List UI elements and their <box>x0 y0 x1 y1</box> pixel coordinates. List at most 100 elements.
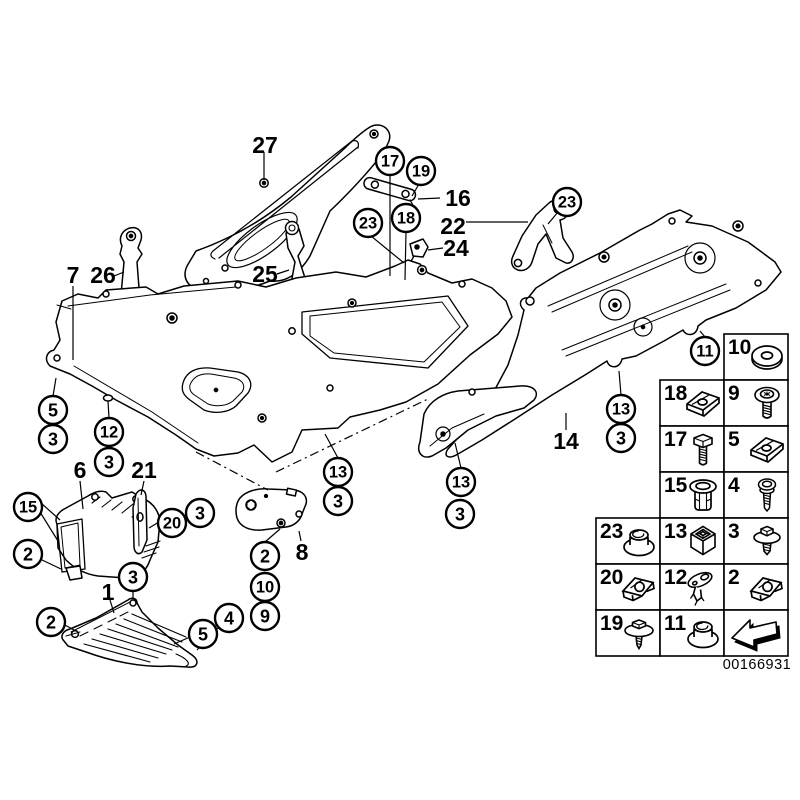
legend-cell-number: 18 <box>664 382 688 405</box>
callout-3[interactable]: 3 <box>184 497 216 529</box>
part-center-panel-shape <box>45 259 513 463</box>
legend-cell-arrow <box>723 609 789 657</box>
callout-number: 17 <box>381 153 399 171</box>
legend-cell-number: 19 <box>600 612 623 635</box>
part-14-skirt-shape <box>418 385 538 458</box>
callout-number: 4 <box>224 609 234 629</box>
legend-cell-4: 4 <box>723 471 789 519</box>
callout-number: 11 <box>696 343 713 361</box>
part-label-1[interactable]: 1 <box>102 579 115 605</box>
callout-19[interactable]: 19 <box>405 155 437 187</box>
callout-5[interactable]: 5 <box>187 618 219 650</box>
part-label-24[interactable]: 24 <box>443 235 469 261</box>
callout-number: 10 <box>256 579 274 597</box>
callout-12[interactable]: 12 <box>93 416 125 448</box>
legend-cell-number: 4 <box>728 474 740 497</box>
callout-23[interactable]: 23 <box>551 186 583 218</box>
legend-cell-number: 3 <box>728 520 740 543</box>
legend-cell-number: 11 <box>664 612 687 635</box>
legend-cell-11: 11 <box>659 609 725 657</box>
legend-cell-13: 13 <box>659 517 725 565</box>
callout-number: 18 <box>397 210 415 228</box>
legend-cell-number: 5 <box>728 428 740 451</box>
legend-cell-19: 19 <box>595 609 661 657</box>
legend-cell-20: 20 <box>595 563 661 611</box>
callout-number: 3 <box>104 453 114 473</box>
callout-number: 23 <box>359 215 377 233</box>
callout-number: 20 <box>163 515 181 533</box>
legend-cell-15: 15 <box>659 471 725 519</box>
document-number: 00166931 <box>723 657 792 673</box>
callout-number: 13 <box>452 474 470 492</box>
callout-number: 13 <box>329 464 347 482</box>
legend-cell-10: 10 <box>723 333 789 381</box>
callout-number: 3 <box>48 430 58 450</box>
part-label-27[interactable]: 27 <box>252 132 278 158</box>
part-label-7[interactable]: 7 <box>67 262 80 288</box>
callout-number: 15 <box>19 499 37 517</box>
callout-17[interactable]: 17 <box>374 145 406 177</box>
legend-cell-number: 15 <box>664 474 688 497</box>
callout-2[interactable]: 2 <box>249 540 281 572</box>
callout-2[interactable]: 2 <box>35 606 67 638</box>
callout-number: 5 <box>48 401 58 421</box>
callout-3[interactable]: 3 <box>605 422 637 454</box>
callout-number: 5 <box>198 625 208 645</box>
callout-number: 19 <box>412 163 430 181</box>
callout-9[interactable]: 9 <box>249 600 281 632</box>
legend-cell-12: 12 <box>659 563 725 611</box>
callout-13[interactable]: 13 <box>322 456 354 488</box>
callout-3[interactable]: 3 <box>93 446 125 478</box>
legend-cell-number: 10 <box>728 336 751 359</box>
callout-11[interactable]: 11 <box>689 335 721 367</box>
callout-number: 3 <box>616 429 626 449</box>
callout-number: 3 <box>455 505 465 525</box>
legend-cell-number: 2 <box>728 566 740 589</box>
legend-cell-number: 13 <box>664 520 687 543</box>
part-1-shape <box>61 597 198 668</box>
callout-number: 3 <box>128 568 138 588</box>
part-label-16[interactable]: 16 <box>445 185 471 211</box>
part-label-21[interactable]: 21 <box>131 457 157 483</box>
legend-cell-number: 9 <box>728 382 740 405</box>
part-label-22[interactable]: 22 <box>440 213 466 239</box>
callout-number: 23 <box>558 194 576 212</box>
legend-cell-number: 17 <box>664 428 687 451</box>
part-label-8[interactable]: 8 <box>296 539 309 565</box>
callout-18[interactable]: 18 <box>390 202 422 234</box>
part-label-14[interactable]: 14 <box>553 428 579 454</box>
callout-3[interactable]: 3 <box>117 561 149 593</box>
callout-3[interactable]: 3 <box>37 423 69 455</box>
legend-cell-number: 12 <box>664 566 687 589</box>
legend-cell-9: 9 <box>723 379 789 427</box>
callout-15[interactable]: 15 <box>12 491 44 523</box>
callout-4[interactable]: 4 <box>213 602 245 634</box>
callout-13[interactable]: 13 <box>445 466 477 498</box>
legend-cell-23: 23 <box>595 517 661 565</box>
callout-2[interactable]: 2 <box>12 538 44 570</box>
part-label-25[interactable]: 25 <box>252 261 278 287</box>
legend-cell-18: 18 <box>659 379 725 427</box>
callout-5[interactable]: 5 <box>37 394 69 426</box>
legend-cell-2: 2 <box>723 563 789 611</box>
callout-3[interactable]: 3 <box>322 485 354 517</box>
callout-number: 2 <box>260 547 270 567</box>
callout-number: 3 <box>195 504 205 524</box>
callout-number: 9 <box>260 607 270 627</box>
callout-10[interactable]: 10 <box>249 571 281 603</box>
callout-20[interactable]: 20 <box>156 507 188 539</box>
part-label-6[interactable]: 6 <box>74 457 87 483</box>
part-label-26[interactable]: 26 <box>90 262 116 288</box>
part-21-shape <box>132 489 148 555</box>
callout-3[interactable]: 3 <box>444 498 476 530</box>
legend-cell-number: 20 <box>600 566 623 589</box>
callout-13[interactable]: 13 <box>605 393 637 425</box>
part-27-shape <box>184 124 391 293</box>
callout-number: 3 <box>333 492 343 512</box>
callout-23[interactable]: 23 <box>352 207 384 239</box>
legend-cell-number: 23 <box>600 520 623 543</box>
callout-number: 2 <box>23 545 33 565</box>
legend-cell-3: 3 <box>723 517 789 565</box>
